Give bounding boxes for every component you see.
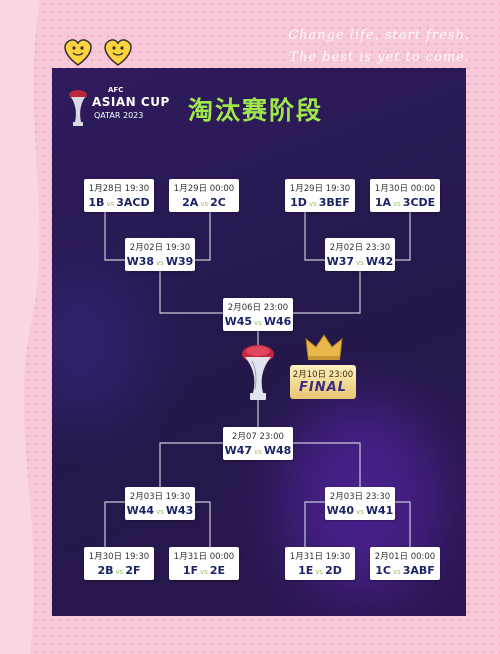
page-title: 淘汰赛阶段 [188, 96, 324, 125]
team-a: 1E [298, 564, 314, 577]
vs-label: vs [356, 259, 364, 267]
vs-label: vs [200, 200, 209, 208]
team-b: 2E [209, 564, 226, 577]
team-b: W46 [263, 315, 292, 328]
team-a: 1D [290, 196, 307, 209]
final-label: FINAL [299, 380, 347, 395]
match-date: 2月02日 19:30 [129, 243, 191, 253]
match-date: 2月03日 19:30 [129, 492, 191, 502]
team-b: 3ACD [116, 196, 150, 209]
team-a: W47 [224, 444, 253, 457]
vs-label: vs [315, 568, 324, 576]
final-date: 2月10日 23:00 [292, 370, 354, 380]
match-date: 1月28日 19:30 [88, 184, 150, 194]
team-b: W43 [165, 504, 194, 517]
match-date: 2月03日 23:30 [329, 492, 391, 502]
logo-org: AFC [108, 86, 124, 94]
vs-label: vs [254, 448, 262, 456]
team-b: 3CDE [402, 196, 436, 209]
team-b: W48 [263, 444, 292, 457]
asian-cup-trophy-icon [242, 345, 274, 400]
match-date: 1月29日 00:00 [173, 184, 235, 194]
team-a: W37 [326, 255, 355, 268]
wavy-frame-decoration [0, 0, 40, 654]
slogan-line-1: Change life, start fresh. [288, 28, 470, 43]
match-date: 1月30日 19:30 [88, 552, 150, 562]
team-b: 2F [125, 564, 141, 577]
match-date: 1月31日 19:30 [289, 552, 351, 562]
vs-label: vs [308, 200, 317, 208]
match-date: 2月02日 23:30 [329, 243, 391, 253]
match-date: 2月01日 00:00 [374, 552, 436, 562]
team-b: 3BEF [318, 196, 350, 209]
team-a: 2B [97, 564, 114, 577]
match-date: 2月06日 23:00 [227, 303, 289, 313]
team-a: W45 [224, 315, 253, 328]
vs-label: vs [200, 568, 208, 576]
team-a: W40 [326, 504, 355, 517]
afc-asian-cup-logo: AFC ASIAN CUP QATAR 2023 [66, 86, 196, 132]
logo-name: ASIAN CUP [92, 95, 170, 109]
match-date: 1月29日 19:30 [289, 184, 351, 194]
team-a: W44 [126, 504, 155, 517]
team-b: 2D [325, 564, 342, 577]
vs-label: vs [393, 200, 401, 208]
crown-icon [305, 333, 343, 365]
team-a: 1B [88, 196, 105, 209]
vs-label: vs [392, 568, 401, 576]
team-a: 1C [375, 564, 391, 577]
team-b: W41 [365, 504, 394, 517]
vs-label: vs [156, 508, 164, 516]
team-a: 2A [182, 196, 199, 209]
team-a: W38 [126, 255, 155, 268]
vs-label: vs [106, 200, 115, 208]
match-date: 1月30日 00:00 [374, 184, 436, 194]
vs-label: vs [356, 508, 364, 516]
team-b: 3ABF [402, 564, 435, 577]
match-date: 2月07 23:00 [232, 432, 284, 442]
team-a: 1A [374, 196, 391, 209]
logo-sub: QATAR 2023 [94, 111, 144, 120]
match-date: 1月31日 00:00 [173, 552, 235, 562]
team-b: W42 [365, 255, 394, 268]
team-b: 2C [210, 196, 226, 209]
heart-emoji-icon [64, 39, 132, 66]
vs-label: vs [156, 259, 164, 267]
final-match-box: 2月10日 23:00 FINAL [290, 365, 356, 399]
slogan-line-2: The best is yet to come. [289, 50, 470, 65]
vs-label: vs [115, 568, 124, 576]
team-b: W39 [165, 255, 194, 268]
vs-label: vs [254, 319, 262, 327]
team-a: 1F [182, 564, 199, 577]
trophy-logo-icon [69, 90, 87, 126]
